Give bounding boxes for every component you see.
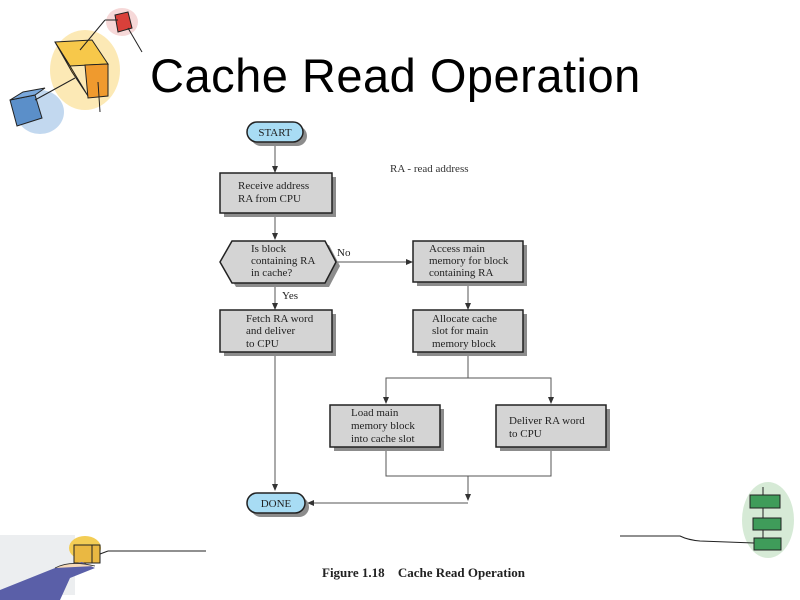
node-allocate: Allocate cache slot for main memory bloc… bbox=[412, 309, 527, 356]
node-deliver-line: Deliver RA word bbox=[509, 415, 585, 427]
node-start-label: START bbox=[258, 127, 292, 139]
node-fetch-line: to CPU bbox=[246, 338, 279, 350]
node-load-line: Load main bbox=[351, 407, 399, 419]
node-done-label: DONE bbox=[261, 498, 292, 510]
node-done: DONE bbox=[246, 492, 309, 517]
node-start: START bbox=[246, 121, 307, 146]
slide-title: Cache Read Operation bbox=[150, 49, 641, 102]
node-decision-line: containing RA bbox=[251, 255, 316, 267]
node-receive: Receive address RA from CPU bbox=[219, 172, 336, 217]
legend-note: RA - read address bbox=[390, 163, 469, 175]
figure-caption-text: Cache Read Operation bbox=[397, 565, 525, 580]
edge-allocate-deliver bbox=[468, 377, 554, 404]
node-receive-line: RA from CPU bbox=[238, 193, 301, 205]
clipart-cubes-icon bbox=[9, 8, 143, 134]
node-decision-line: Is block bbox=[251, 243, 287, 255]
node-load: Load main memory block into cache slot bbox=[329, 404, 444, 451]
node-fetch: Fetch RA word and deliver to CPU bbox=[219, 309, 336, 356]
edge-label-yes: Yes bbox=[282, 290, 298, 302]
edge-allocate-split bbox=[383, 352, 469, 404]
node-load-line: memory block bbox=[351, 420, 415, 432]
edge-label-no: No bbox=[337, 247, 351, 259]
node-decision: Is block containing RA in cache? bbox=[219, 240, 340, 287]
node-receive-line: Receive address bbox=[238, 180, 309, 192]
figure-caption: Figure 1.18 Cache Read Operation bbox=[322, 565, 525, 581]
clipart-hand-holding-box-icon bbox=[0, 535, 206, 600]
node-decision-line: in cache? bbox=[251, 267, 292, 279]
figure-number: Figure 1.18 bbox=[322, 565, 385, 580]
node-load-line: into cache slot bbox=[351, 433, 415, 445]
node-deliver: Deliver RA word to CPU bbox=[495, 404, 610, 451]
node-deliver-line: to CPU bbox=[509, 428, 542, 440]
connectors bbox=[272, 145, 554, 506]
node-allocate-line: Allocate cache bbox=[432, 313, 497, 325]
node-fetch-line: and deliver bbox=[246, 325, 296, 337]
node-allocate-line: memory block bbox=[432, 338, 496, 350]
node-allocate-line: slot for main bbox=[432, 325, 489, 337]
node-access-line: memory for block bbox=[429, 255, 509, 267]
node-access-line: containing RA bbox=[429, 267, 494, 279]
node-fetch-line: Fetch RA word bbox=[246, 313, 314, 325]
node-access-line: Access main bbox=[429, 243, 485, 255]
edge-load-merge bbox=[385, 448, 552, 477]
clipart-green-stack-icon bbox=[620, 482, 794, 558]
node-access: Access main memory for block containing … bbox=[412, 240, 527, 286]
